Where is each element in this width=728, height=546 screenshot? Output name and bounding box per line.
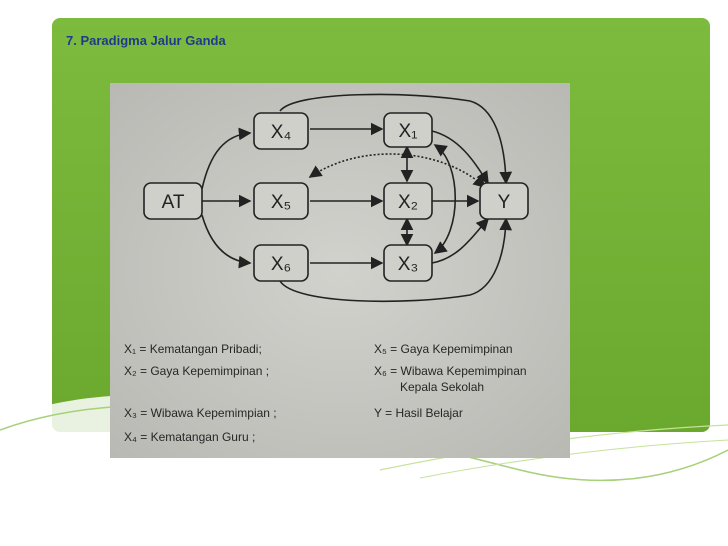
arrow-x3-y [431, 217, 490, 264]
legend-x1: X₁ = Kematangan Pribadi; [124, 342, 262, 356]
node-at-label: AT [162, 192, 185, 213]
legend-y: Y = Hasil Belajar [374, 406, 463, 420]
legend-x3: X₃ = Wibawa Kepemimpian ; [124, 406, 277, 420]
node-x2-label: X₂ [398, 192, 418, 213]
legend-x6: X₆ = Wibawa Kepemimpinan [374, 364, 527, 378]
arrow-at-x4 [201, 127, 252, 190]
node-x5-box [253, 182, 309, 220]
node-x4-box [253, 112, 309, 150]
node-x3-label: X₃ [398, 254, 418, 275]
slide-title: 7. Paradigma Jalur Ganda [66, 33, 226, 48]
legend-x2: X₂ = Gaya Kepemimpinan ; [124, 364, 269, 378]
node-x6-box [253, 244, 309, 282]
legend-x6-continued: Kepala Sekolah [400, 380, 484, 394]
node-x5-label: X₅ [271, 192, 291, 213]
arrow-at-x6 [201, 214, 252, 269]
arrow-x4-y [279, 93, 513, 185]
arrow-x6-y [279, 217, 513, 303]
node-x3-box [383, 244, 433, 282]
node-at-box [143, 182, 203, 220]
legend-x4: X₄ = Kematangan Guru ; [124, 430, 255, 444]
arrow-x3-x1 [433, 144, 457, 254]
arrow-x5-y-dotted [308, 153, 487, 189]
node-x6-label: X₆ [271, 254, 291, 275]
node-x2-box [383, 182, 433, 220]
node-x1-label: X₁ [398, 121, 417, 142]
node-x4-label: X₄ [271, 122, 292, 143]
node-x1-box [383, 112, 433, 148]
node-y-box [479, 182, 529, 220]
path-diagram: AT X₄ X₅ X₆ X₁ X₂ X₃ Y X₁ = Kematangan P… [110, 83, 570, 458]
photo-paper [110, 83, 570, 458]
node-y-label: Y [498, 192, 511, 213]
legend-x5: X₅ = Gaya Kepemimpinan [374, 342, 513, 356]
